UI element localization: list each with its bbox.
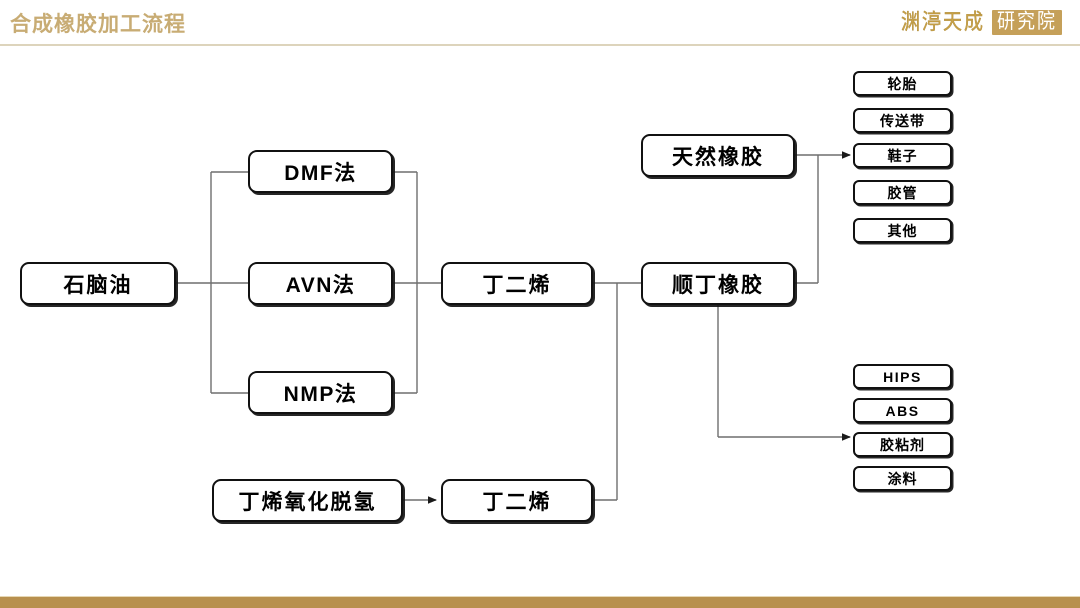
node-product-tire[interactable]: 轮胎 — [853, 71, 952, 96]
header-divider — [0, 44, 1080, 46]
flowchart-connectors — [176, 151, 851, 504]
logo-wordmark: 渊渟天成 — [900, 9, 985, 35]
node-butadiene-bottom[interactable]: 丁二烯 — [441, 479, 593, 522]
node-label: 石脑油 — [63, 272, 133, 297]
page-header: 合成橡胶加工流程 渊渟天成 研究院 — [0, 0, 1080, 46]
brand-logo: 渊渟天成 研究院 — [901, 6, 1062, 38]
node-product-shoes[interactable]: 鞋子 — [853, 143, 952, 168]
node-br-rubber[interactable]: 顺丁橡胶 — [641, 262, 795, 305]
logo-badge: 研究院 — [992, 9, 1062, 35]
node-product-rubber-hose[interactable]: 胶管 — [853, 180, 952, 205]
node-label: NMP法 — [283, 382, 358, 406]
node-label: 丁二烯 — [482, 272, 552, 297]
node-label: 胶管 — [887, 186, 918, 202]
node-label: 顺丁橡胶 — [672, 272, 764, 297]
node-label: 丁二烯 — [482, 489, 552, 514]
node-label: DMF法 — [284, 161, 357, 185]
node-product-adhesive[interactable]: 胶粘剂 — [853, 432, 952, 457]
node-label: 轮胎 — [887, 77, 918, 93]
node-label: 丁烯氧化脱氢 — [238, 489, 377, 514]
node-product-conveyor-belt[interactable]: 传送带 — [853, 108, 952, 133]
logo-badge-label: 研究院 — [997, 9, 1057, 33]
footer-bar — [0, 597, 1080, 608]
node-dmf-method[interactable]: DMF法 — [248, 150, 393, 193]
node-butene-oxidative-dehydrogenation[interactable]: 丁烯氧化脱氢 — [212, 479, 403, 522]
node-label: ABS — [885, 402, 920, 419]
flowchart-canvas: 石脑油 DMF法 AVN法 NMP法 丁二烯 天然橡胶 顺丁橡胶 丁烯氧化脱氢 … — [0, 45, 1080, 595]
node-naphtha[interactable]: 石脑油 — [20, 262, 176, 305]
footer-highlight — [0, 595, 1080, 597]
node-label: 传送带 — [880, 114, 925, 130]
node-butadiene-top[interactable]: 丁二烯 — [441, 262, 593, 305]
node-label: 胶粘剂 — [880, 438, 925, 454]
node-product-abs[interactable]: ABS — [853, 398, 952, 423]
node-label: 鞋子 — [887, 149, 918, 165]
node-product-coating[interactable]: 涂料 — [853, 466, 952, 491]
node-label: 其他 — [887, 224, 918, 240]
node-product-hips[interactable]: HIPS — [853, 364, 952, 389]
node-avn-method[interactable]: AVN法 — [248, 262, 393, 305]
node-label: 天然橡胶 — [672, 144, 764, 169]
page-title: 合成橡胶加工流程 — [10, 12, 186, 36]
node-label: 涂料 — [887, 472, 918, 488]
node-label: AVN法 — [285, 273, 356, 297]
node-product-other[interactable]: 其他 — [853, 218, 952, 243]
node-natural-rubber[interactable]: 天然橡胶 — [641, 134, 795, 177]
node-nmp-method[interactable]: NMP法 — [248, 371, 393, 414]
node-label: HIPS — [883, 368, 922, 385]
